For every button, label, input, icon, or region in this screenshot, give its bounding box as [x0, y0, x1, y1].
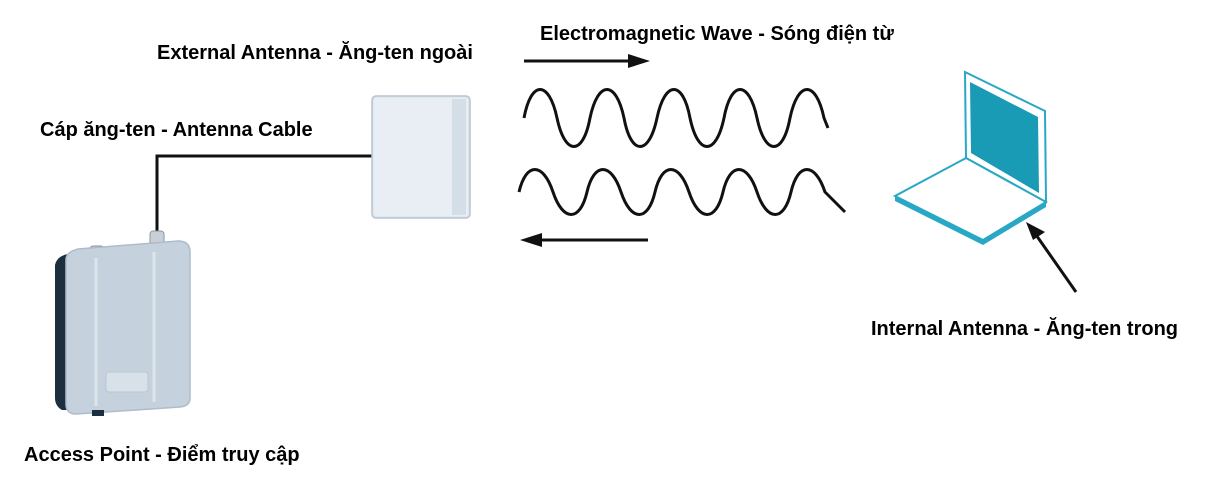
arrow-right-icon [524, 54, 650, 68]
external-antenna-label: External Antenna - Ăng-ten ngoài [157, 42, 473, 64]
antenna-cable-label: Cáp ăng-ten - Antenna Cable [40, 119, 313, 141]
internal-antenna-label: Internal Antenna - Ăng-ten trong [871, 318, 1179, 340]
em-wave-bottom [517, 168, 847, 216]
antenna-cable [155, 154, 372, 232]
em-wave-top [522, 88, 830, 148]
em-wave-label: Electromagnetic Wave - Sóng điện từ [540, 23, 894, 45]
external-antenna-icon [371, 95, 471, 219]
arrow-left-icon [520, 233, 648, 247]
access-point-label: Access Point - Điểm truy cập [24, 444, 300, 466]
access-point-icon [55, 230, 191, 416]
laptop-icon [892, 70, 1049, 245]
internal-antenna-pointer-icon [1026, 222, 1078, 293]
